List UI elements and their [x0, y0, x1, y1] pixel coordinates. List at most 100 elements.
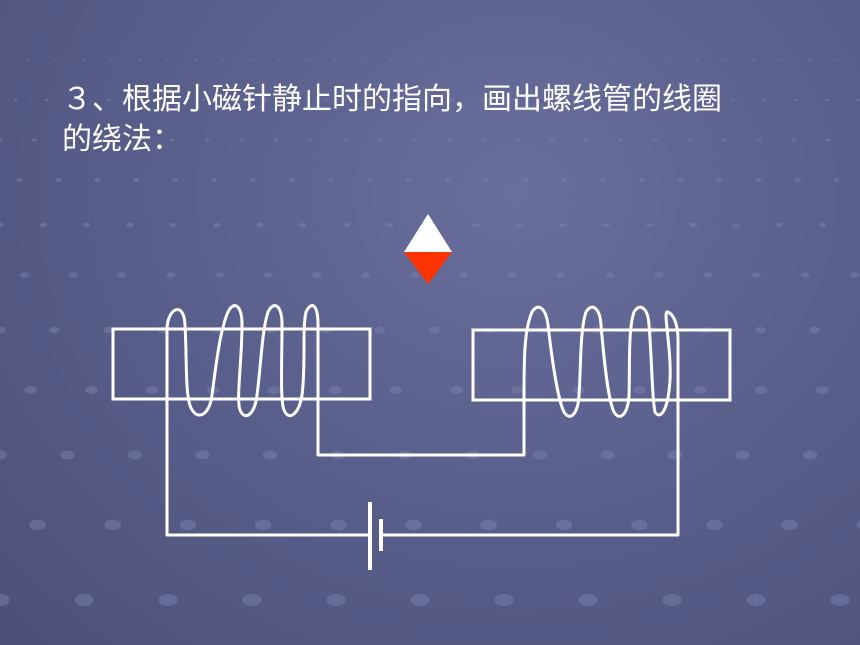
background-dot [386, 222, 394, 228]
background-dot [754, 326, 766, 334]
background-dot [762, 98, 767, 102]
background-dot [389, 386, 403, 394]
background-dot [612, 59, 616, 61]
background-dot [809, 326, 820, 334]
background-dot [512, 98, 517, 102]
background-dot [165, 59, 169, 61]
background-dot [126, 222, 134, 228]
left-solenoid-coil [165, 304, 320, 537]
background-dot [254, 519, 272, 531]
background-dot [515, 222, 524, 228]
background-dot [559, 222, 567, 228]
background-dot [722, 138, 727, 142]
background-dot [195, 450, 210, 460]
background-dot [694, 386, 707, 394]
background-dot [835, 59, 839, 61]
background-dot [242, 594, 262, 606]
background-dot [645, 222, 654, 228]
background-dot [480, 138, 486, 142]
background-dot [522, 178, 529, 182]
background-dot [472, 59, 476, 61]
background-dot [731, 98, 736, 102]
background-dot [556, 59, 560, 61]
background-dot [602, 222, 610, 228]
background-dot [262, 450, 278, 460]
background-dot [66, 138, 72, 142]
background-dot [104, 519, 122, 531]
background-dot [599, 178, 606, 182]
battery-symbol [368, 502, 383, 570]
background-dot [544, 98, 548, 102]
needle-south-half [404, 252, 452, 284]
background-dot [249, 59, 253, 61]
background-dot [267, 386, 281, 394]
background-dot [110, 59, 114, 61]
background-dot [210, 178, 217, 182]
background-dot [575, 98, 580, 102]
background-dot [802, 450, 818, 460]
background-dot [472, 222, 480, 228]
background-dot [807, 59, 811, 61]
background-dot [232, 98, 236, 102]
background-dot [819, 222, 827, 228]
background-dot [668, 59, 672, 61]
background-dot [723, 59, 727, 61]
background-dot [751, 59, 755, 61]
background-dot [446, 138, 451, 142]
background-dot [76, 98, 80, 102]
background-dot [830, 594, 850, 606]
background-dot [39, 222, 47, 228]
background-dot [556, 272, 566, 278]
background-dot [204, 138, 210, 142]
background-dot [55, 178, 62, 182]
background-dot [549, 138, 555, 142]
background-dot [706, 519, 723, 531]
background-dot [32, 138, 37, 142]
right-solenoid-coil [522, 305, 680, 537]
background-dot [815, 386, 829, 394]
background-dot [330, 519, 347, 531]
background-dot [256, 222, 264, 228]
background-dot [263, 98, 268, 102]
background-dot [24, 386, 37, 394]
background-dot [687, 138, 693, 142]
question-line-2: 的绕法： [62, 122, 182, 157]
background-dot [450, 98, 455, 102]
background-dot [273, 138, 279, 142]
background-dot [793, 98, 798, 102]
question-text: ３、根据小磁针静止时的指向，画出螺线管的线圈 的绕法： [62, 80, 822, 160]
background-dot [249, 178, 256, 182]
background-dot [791, 138, 796, 142]
background-dot [703, 272, 713, 278]
background-dot [29, 519, 46, 531]
background-dot [54, 59, 58, 61]
background-dot [849, 272, 859, 278]
background-dot [133, 178, 140, 182]
background-dot [172, 178, 179, 182]
background-dot [856, 520, 860, 530]
background-dot [166, 272, 176, 278]
background-dot [638, 178, 645, 182]
background-dot [94, 178, 101, 182]
background-dot [640, 59, 644, 61]
background-dot [170, 138, 175, 142]
background-dot [480, 519, 498, 531]
background-dot [578, 594, 598, 606]
background-dot [481, 98, 486, 102]
background-dot [0, 450, 8, 460]
background-dot [135, 138, 141, 142]
background-dot [16, 178, 23, 182]
background-dot [419, 98, 424, 102]
background-dot [0, 222, 4, 228]
background-dot [127, 450, 143, 460]
background-dot [193, 59, 197, 61]
background-dot [584, 138, 589, 142]
background-dot [444, 178, 451, 182]
background-dot [417, 59, 420, 61]
background-dot [138, 98, 143, 102]
background-dot [277, 59, 281, 61]
background-dot [305, 59, 309, 61]
background-dot [299, 222, 307, 228]
background-dot [308, 138, 313, 142]
background-dot [405, 519, 422, 531]
